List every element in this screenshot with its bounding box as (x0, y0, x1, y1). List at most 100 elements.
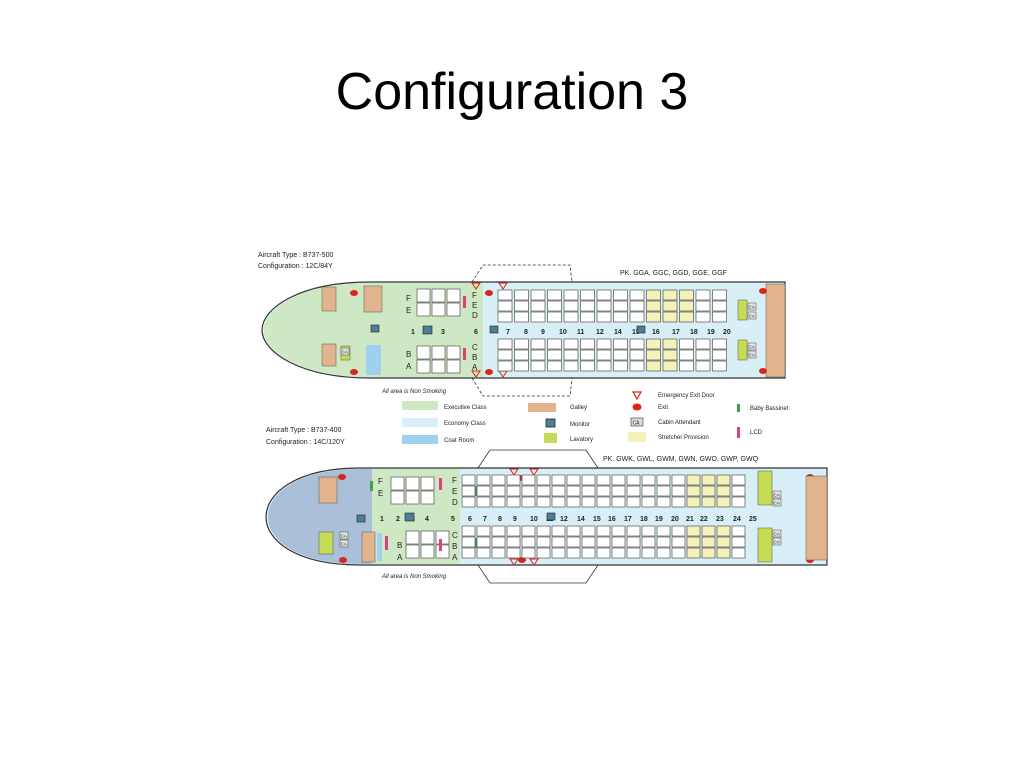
seat (547, 289, 562, 301)
seat (716, 536, 731, 548)
seat (611, 496, 626, 508)
seat (646, 289, 661, 301)
legend-baby-bassinet-icon (737, 404, 740, 412)
emergency-door-icon (509, 558, 519, 566)
cabin-attendant-seat (772, 529, 782, 538)
exit-icon (350, 290, 358, 296)
row-number: 10 (530, 516, 538, 523)
seat (580, 300, 595, 312)
seat (701, 496, 716, 508)
seat (662, 349, 678, 361)
seat (476, 536, 491, 548)
seat (435, 530, 450, 545)
seat (547, 300, 562, 312)
cabin-attendant-mark: CA (749, 314, 755, 319)
row-number: 21 (686, 516, 694, 523)
seat-letter: A (406, 362, 412, 371)
plane1-registrations: PK. GGA, GGC, GGD, GGE, GGF (620, 270, 727, 277)
row-number: 20 (723, 329, 731, 336)
seat-letter: C (472, 343, 478, 352)
seat (405, 476, 420, 491)
row-number: 1 (411, 329, 415, 336)
legend-cabin-attendant-icon (630, 417, 644, 427)
seat-letter: E (452, 487, 457, 496)
baby-bassinet-icon (370, 481, 373, 491)
seat (530, 289, 546, 301)
cabin-attendant-mark: CA (749, 305, 755, 310)
seat (446, 288, 461, 303)
lcd-icon (439, 478, 442, 490)
legend-lcd-label: LCD (750, 430, 763, 436)
seat-letter: D (472, 311, 478, 320)
plane1-overwing-frame-top (471, 264, 573, 283)
seat (611, 536, 626, 548)
row-number: 19 (655, 516, 663, 523)
seat (662, 300, 678, 312)
plane2-overwing-frame-top (477, 449, 599, 469)
seat-letter: E (378, 489, 383, 498)
seat (497, 338, 513, 350)
baby-bassinet-icon (474, 538, 477, 548)
seat (596, 300, 612, 312)
seat-letter: E (472, 301, 477, 310)
seat (506, 485, 521, 497)
seat (679, 349, 694, 361)
seat (491, 474, 506, 486)
emergency-door-icon (498, 282, 508, 290)
row-number: 15 (632, 329, 640, 336)
row-number: 1 (380, 516, 384, 523)
seat (671, 496, 686, 508)
seat (536, 536, 551, 548)
seat (514, 311, 529, 323)
seat (701, 485, 716, 497)
emergency-door-icon (529, 558, 539, 566)
legend-exit-icon (632, 403, 642, 411)
seat (563, 360, 579, 372)
monitor-icon (546, 512, 556, 521)
seat (731, 496, 746, 508)
seat (596, 485, 611, 497)
seat-letter: F (406, 294, 411, 303)
seat (420, 490, 435, 505)
seat (716, 547, 731, 559)
seat-letter: C (452, 531, 458, 540)
seat (551, 474, 566, 486)
row-number: 12 (596, 329, 604, 336)
cabin-attendant-seat (772, 490, 782, 499)
legend-galley-label: Galley (570, 405, 587, 411)
coat-room (377, 533, 382, 561)
seat (701, 474, 716, 486)
seat (613, 300, 628, 312)
seat (701, 525, 716, 537)
monitor-icon (404, 512, 415, 522)
seat (656, 525, 671, 537)
cabin-attendant-mark: CA (342, 350, 348, 355)
seat (461, 536, 476, 548)
row-number: 5 (451, 516, 455, 523)
plane2-overwing-frame-bottom (477, 564, 599, 584)
seat (641, 485, 656, 497)
plane2-note: All area is Non Smoking (381, 574, 447, 580)
legend-lcd-icon (737, 427, 740, 438)
seat (596, 525, 611, 537)
seat (671, 536, 686, 548)
seat (641, 474, 656, 486)
exit-icon (485, 369, 493, 375)
seat (431, 359, 446, 374)
row-number: 15 (593, 516, 601, 523)
seat (695, 300, 711, 312)
seat (731, 485, 746, 497)
seat (716, 485, 731, 497)
row-number: 20 (671, 516, 679, 523)
seat (671, 485, 686, 497)
seat (497, 360, 513, 372)
seat (530, 300, 546, 312)
seat (701, 536, 716, 548)
legend-exit-label: Exit (658, 405, 668, 411)
cabin-attendant-seat (772, 537, 782, 546)
legend-cabin-attendant-label: Cabin Attendant (658, 420, 701, 426)
cabin-attendant-seat (339, 531, 349, 540)
lavatory (757, 527, 773, 563)
seat (521, 496, 536, 508)
